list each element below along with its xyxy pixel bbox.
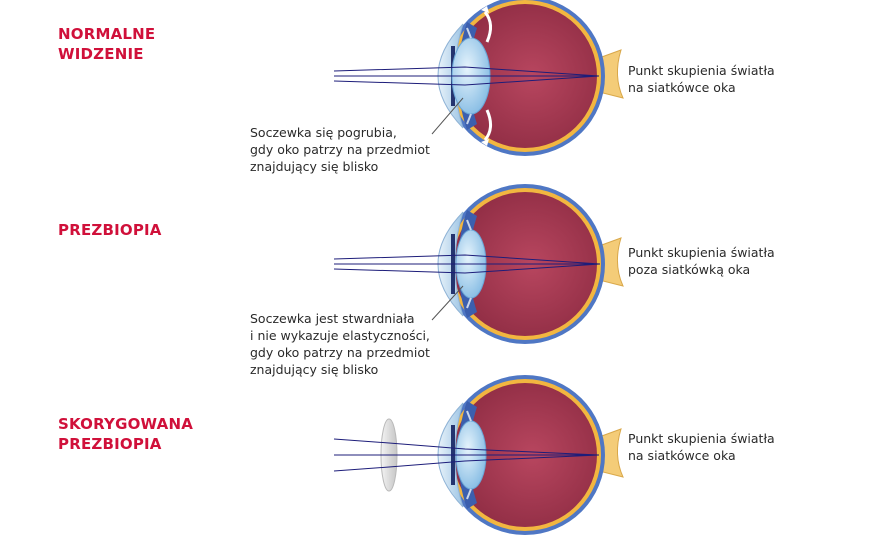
zonule-fiber bbox=[466, 113, 472, 125]
section-title-line: NORMALNE bbox=[58, 25, 156, 43]
focus-result-text: Punkt skupienia światła na siatkówce oka bbox=[628, 62, 775, 96]
section-title: NORMALNE WIDZENIE bbox=[58, 24, 155, 64]
focus-result-text-line: na siatkówce oka bbox=[628, 80, 736, 95]
focus-result-text-line: Punkt skupienia światła bbox=[628, 431, 775, 446]
focus-result-text: Punkt skupienia światła na siatkówce oka bbox=[628, 430, 775, 464]
section-title-line: WIDZENIE bbox=[58, 45, 144, 63]
lens-description-line: i nie wykazuje elastyczności, bbox=[250, 328, 430, 343]
zonule-fiber bbox=[466, 297, 472, 309]
arrow-head-icon bbox=[481, 139, 489, 146]
note-pointer-line bbox=[431, 97, 464, 135]
zonule-fiber bbox=[466, 27, 472, 39]
light-ray bbox=[333, 75, 600, 86]
light-ray bbox=[333, 66, 600, 77]
lens-description: Soczewka jest stwardniała i nie wykazuje … bbox=[250, 310, 430, 378]
lens-description-line: znajdujący się blisko bbox=[250, 159, 379, 174]
light-ray bbox=[333, 263, 601, 274]
optic-nerve bbox=[598, 237, 624, 287]
section-title-line: PREZBIOPIA bbox=[58, 435, 162, 453]
light-ray bbox=[333, 254, 601, 265]
section-title: SKORYGOWANA PREZBIOPIA bbox=[58, 414, 193, 454]
focus-result-text-line: Punkt skupienia światła bbox=[628, 245, 775, 260]
optic-nerve bbox=[598, 428, 624, 478]
light-ray bbox=[333, 454, 600, 472]
zonule-fiber bbox=[466, 219, 472, 231]
zonule-fiber bbox=[466, 488, 472, 500]
lens-description-line: gdy oko patrzy na przedmiot bbox=[250, 345, 430, 360]
section-title-line: SKORYGOWANA bbox=[58, 415, 194, 433]
light-ray bbox=[333, 438, 600, 456]
focus-result-text-line: Punkt skupienia światła bbox=[628, 63, 775, 78]
lens-description: Soczewka się pogrubia, gdy oko patrzy na … bbox=[250, 124, 430, 175]
eye-cross-section-2 bbox=[333, 184, 624, 344]
arrow-head-icon bbox=[481, 6, 489, 13]
zonule-fiber bbox=[466, 410, 472, 422]
optic-nerve bbox=[598, 49, 624, 99]
lens-thicken-arrow-bottom bbox=[483, 109, 492, 141]
section-title-line: PREZBIOPIA bbox=[58, 221, 162, 239]
eye-cross-section-1 bbox=[333, 0, 624, 156]
note-pointer-line bbox=[431, 285, 464, 321]
lens-description-line: gdy oko patrzy na przedmiot bbox=[250, 142, 430, 157]
focus-result-text: Punkt skupienia światła poza siatkówką ok… bbox=[628, 244, 775, 278]
focus-result-text-line: poza siatkówką oka bbox=[628, 262, 751, 277]
eye-cross-section-3 bbox=[333, 375, 624, 535]
section-title: PREZBIOPIA bbox=[58, 220, 162, 240]
lens-thicken-arrow-top bbox=[483, 11, 492, 43]
lens-description-line: Soczewka jest stwardniała bbox=[250, 311, 415, 326]
focus-result-text-line: na siatkówce oka bbox=[628, 448, 736, 463]
lens-description-line: Soczewka się pogrubia, bbox=[250, 125, 397, 140]
lens-description-line: znajdujący się blisko bbox=[250, 362, 379, 377]
